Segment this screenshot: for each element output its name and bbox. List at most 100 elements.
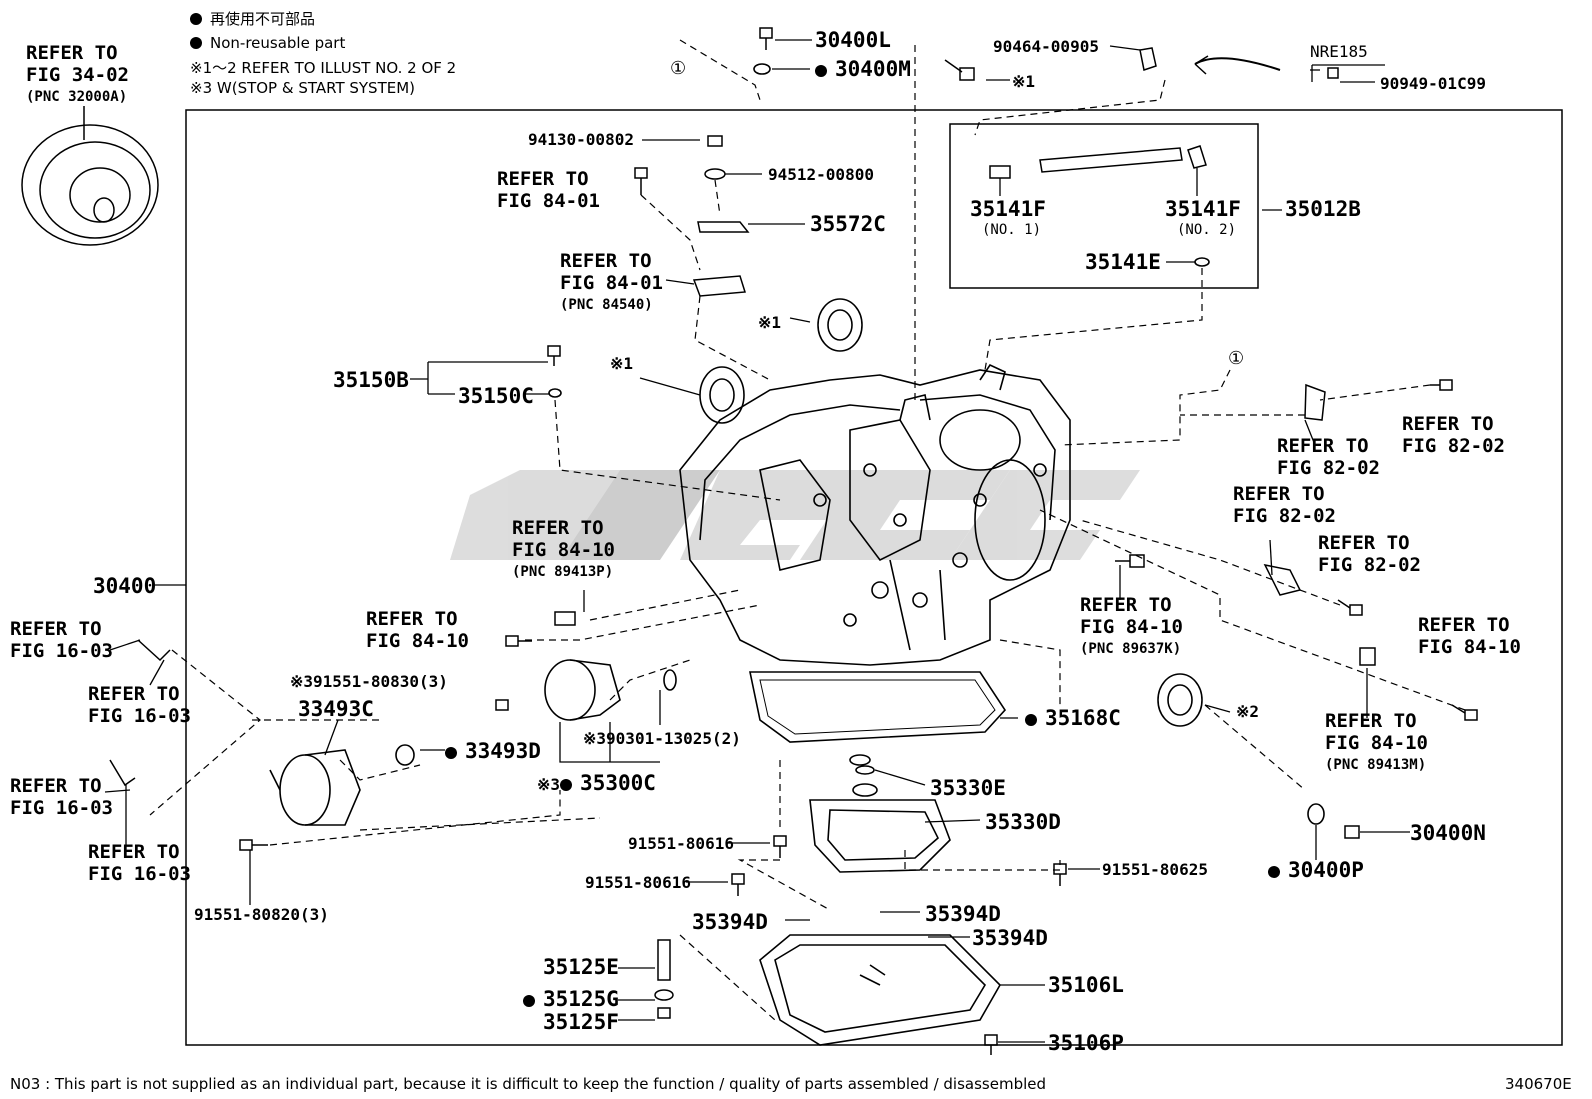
- ref-fig-16-03-c[interactable]: REFER TO FIG 16-03: [10, 775, 113, 819]
- part-90949-01C99[interactable]: 90949-01C99: [1380, 74, 1486, 93]
- ref-line: FIG 82-02: [1318, 554, 1421, 576]
- part-35168C[interactable]: 35168C: [1025, 706, 1121, 730]
- sensor-group-box: [949, 123, 1259, 289]
- ref-fig-84-10-d[interactable]: REFER TO FIG 84-10 (PNC 89413M): [1325, 710, 1428, 776]
- ref-pnc: (PNC 89413P): [512, 564, 614, 580]
- note-x2: ※2: [1236, 702, 1260, 721]
- ref-line: FIG 84-01: [560, 272, 663, 294]
- ref-line: FIG 16-03: [10, 797, 113, 819]
- part-35150C[interactable]: 35150C: [458, 384, 534, 408]
- part-30400P[interactable]: 30400P: [1268, 858, 1364, 882]
- part-91551-80820[interactable]: 91551-80820(3): [194, 905, 329, 924]
- legend-note1: ※1～2 REFER TO ILLUST NO. 2 OF 2: [190, 59, 457, 77]
- part-35141E[interactable]: 35141E: [1085, 250, 1161, 274]
- ref-line: REFER TO: [88, 841, 180, 863]
- ref-line: REFER TO: [1277, 435, 1369, 457]
- part-35394D-b[interactable]: 35394D: [925, 902, 1001, 926]
- part-90301-13025[interactable]: ※390301-13025(2): [583, 729, 741, 748]
- part-35572C[interactable]: 35572C: [810, 212, 886, 236]
- part-30400[interactable]: 30400: [93, 574, 157, 598]
- ref-line: FIG 84-10: [1418, 636, 1521, 658]
- ref-line: REFER TO: [88, 683, 180, 705]
- part-33493C[interactable]: 33493C: [298, 697, 374, 721]
- part-35300C[interactable]: ※3 35300C: [537, 771, 656, 795]
- ref-line: FIG 84-10: [1325, 732, 1428, 754]
- gasket-drawing: [749, 671, 1007, 743]
- ref-fig-82-02-c[interactable]: REFER TO FIG 82-02: [1233, 483, 1336, 527]
- ref-line: REFER TO: [10, 775, 102, 797]
- non-reusable-dot-icon: [190, 13, 202, 25]
- part-35141F-no1[interactable]: 35141F: [970, 197, 1046, 221]
- part-35150B[interactable]: 35150B: [333, 368, 409, 392]
- part-35012B[interactable]: 35012B: [1285, 197, 1361, 221]
- part-number: 35125G: [543, 987, 619, 1011]
- ref-line: FIG 84-10: [366, 630, 469, 652]
- ref-line: REFER TO: [497, 168, 589, 190]
- ref-fig-82-02-b[interactable]: REFER TO FIG 82-02: [1277, 435, 1380, 479]
- ref-fig-82-02-a[interactable]: REFER TO FIG 82-02: [1402, 413, 1505, 457]
- ref-line: REFER TO: [1233, 483, 1325, 505]
- part-35106P[interactable]: 35106P: [1048, 1031, 1124, 1055]
- part-33493D[interactable]: 33493D: [445, 739, 541, 763]
- part-94130-00802[interactable]: 94130-00802: [528, 130, 634, 149]
- non-reusable-dot-icon: [445, 747, 457, 759]
- part-35125E[interactable]: 35125E: [543, 955, 619, 979]
- part-number: 35300C: [580, 771, 656, 795]
- ref-fig-16-03-b[interactable]: REFER TO FIG 16-03: [88, 683, 191, 727]
- non-reusable-dot-icon: [815, 65, 827, 77]
- ref-fig-16-03-d[interactable]: REFER TO FIG 16-03: [88, 841, 191, 885]
- ref-line: FIG 16-03: [10, 640, 113, 662]
- ref-line: REFER TO: [560, 250, 652, 272]
- ref-line: FIG 84-10: [512, 539, 615, 561]
- part-35106L[interactable]: 35106L: [1048, 973, 1124, 997]
- part-35330D[interactable]: 35330D: [985, 810, 1061, 834]
- ref-line: REFER TO: [366, 608, 458, 630]
- part-35141F-no2[interactable]: 35141F: [1165, 197, 1241, 221]
- ref-line: REFER TO: [1318, 532, 1410, 554]
- part-number: 30400M: [835, 57, 911, 81]
- non-reusable-dot-icon: [523, 995, 535, 1007]
- part-30400L[interactable]: 30400L: [815, 28, 891, 52]
- part-35125F[interactable]: 35125F: [543, 1010, 619, 1034]
- ref-fig-34-02[interactable]: REFER TO FIG 34-02 (PNC 32000A): [26, 42, 129, 108]
- part-30400N[interactable]: 30400N: [1410, 821, 1486, 845]
- ref-fig-84-01-a[interactable]: REFER TO FIG 84-01: [497, 168, 600, 212]
- ref-fig-84-10-a[interactable]: REFER TO FIG 84-10 (PNC 89413P): [512, 517, 615, 583]
- part-35125G[interactable]: 35125G: [523, 987, 619, 1011]
- part-35330E[interactable]: 35330E: [930, 776, 1006, 800]
- watermark-logo: [450, 470, 1140, 560]
- ref-fig-16-03-a[interactable]: REFER TO FIG 16-03: [10, 618, 113, 662]
- legend-jp: 再使用不可部品: [190, 8, 315, 29]
- note-x1-c: ※1: [610, 354, 634, 373]
- torque-converter-drawing: [21, 106, 159, 246]
- ref-fig-84-01-b[interactable]: REFER TO FIG 84-01 (PNC 84540): [560, 250, 663, 316]
- ref-line: REFER TO: [512, 517, 604, 539]
- note-x3: ※3: [537, 775, 561, 794]
- ref-fig-84-10-b[interactable]: REFER TO FIG 84-10: [366, 608, 469, 652]
- oil-cooler-drawing: [269, 749, 361, 826]
- label-no2: (NO. 2): [1177, 222, 1237, 238]
- part-30400M[interactable]: 30400M: [815, 57, 911, 81]
- leader-lines: [104, 39, 1410, 1043]
- part-35394D-c[interactable]: 35394D: [972, 926, 1048, 950]
- note-x1-a: ※1: [1012, 72, 1036, 91]
- part-91551-80616-a[interactable]: 91551-80616: [628, 834, 734, 853]
- part-91551-80830[interactable]: ※391551-80830(3): [290, 672, 448, 691]
- ref-line: FIG 82-02: [1402, 435, 1505, 457]
- part-91551-80625[interactable]: 91551-80625: [1102, 860, 1208, 879]
- label-no1: (NO. 1): [982, 222, 1042, 238]
- part-90464-00905[interactable]: 90464-00905: [993, 37, 1099, 56]
- part-35394D-a[interactable]: 35394D: [692, 910, 768, 934]
- diagram-frame: [185, 109, 1563, 1046]
- part-number: 30400P: [1288, 858, 1364, 882]
- ref-fig-84-10-e[interactable]: REFER TO FIG 84-10: [1418, 614, 1521, 658]
- ref-fig-84-10-c[interactable]: REFER TO FIG 84-10 (PNC 89637K): [1080, 594, 1183, 660]
- part-number: 35168C: [1045, 706, 1121, 730]
- legend-jp-text: 再使用不可部品: [210, 10, 316, 28]
- part-91551-80616-b[interactable]: 91551-80616: [585, 873, 691, 892]
- diagram-code: 340670E: [1505, 1075, 1572, 1093]
- transaxle-case-drawing: [679, 363, 1071, 666]
- part-94512-00800[interactable]: 94512-00800: [768, 165, 874, 184]
- ref-fig-82-02-d[interactable]: REFER TO FIG 82-02: [1318, 532, 1421, 576]
- ref-line: FIG 84-10: [1080, 616, 1183, 638]
